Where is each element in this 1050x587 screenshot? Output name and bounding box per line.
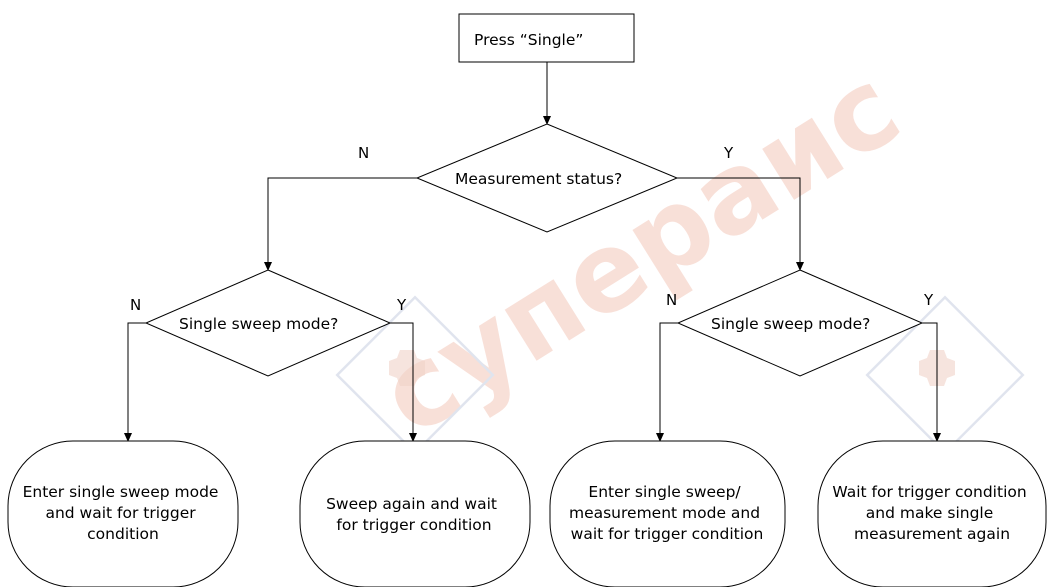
watermark: супераис — [335, 43, 1025, 460]
outcome-3-label: Enter single sweep/ measurement mode and… — [569, 483, 765, 543]
branch-main-no: N — [358, 144, 369, 162]
branch-right-yes: Y — [923, 291, 934, 309]
watermark-frame-left — [335, 295, 495, 455]
connector-main-yes — [677, 177, 804, 271]
branch-left-no: N — [130, 296, 141, 314]
watermark-frame-right — [865, 295, 1025, 455]
connector-left-yes — [390, 322, 417, 442]
outcome-1-terminal — [7, 440, 239, 587]
outcome-2-label: Sweep again and wait for trigger conditi… — [326, 495, 502, 534]
branch-main-yes: Y — [723, 144, 734, 162]
outcome-3-terminal — [549, 440, 786, 587]
decision-main-label: Measurement status? — [455, 170, 622, 188]
decision-right-diamond — [676, 269, 924, 377]
connector-main-no — [264, 177, 417, 271]
outcome-2-terminal — [299, 440, 531, 587]
watermark-gear-left — [389, 350, 425, 386]
decision-left-label: Single sweep mode? — [179, 315, 338, 333]
decision-left-diamond — [144, 269, 392, 377]
connector-right-yes — [922, 322, 941, 442]
outcome-1-label: Enter single sweep mode and wait for tri… — [23, 483, 224, 543]
connector-right-no — [656, 322, 678, 442]
decision-main-diamond — [415, 123, 679, 233]
decision-right-label: Single sweep mode? — [711, 315, 870, 333]
outcome-4-terminal — [817, 440, 1047, 587]
watermark-text: супераис — [359, 43, 921, 460]
branch-right-no: N — [666, 291, 677, 309]
start-label: Press “Single” — [474, 31, 583, 49]
connector-left-no — [124, 322, 146, 442]
outcome-4-label: Wait for trigger condition and make sing… — [832, 483, 1031, 543]
branch-left-yes: Y — [396, 296, 407, 314]
